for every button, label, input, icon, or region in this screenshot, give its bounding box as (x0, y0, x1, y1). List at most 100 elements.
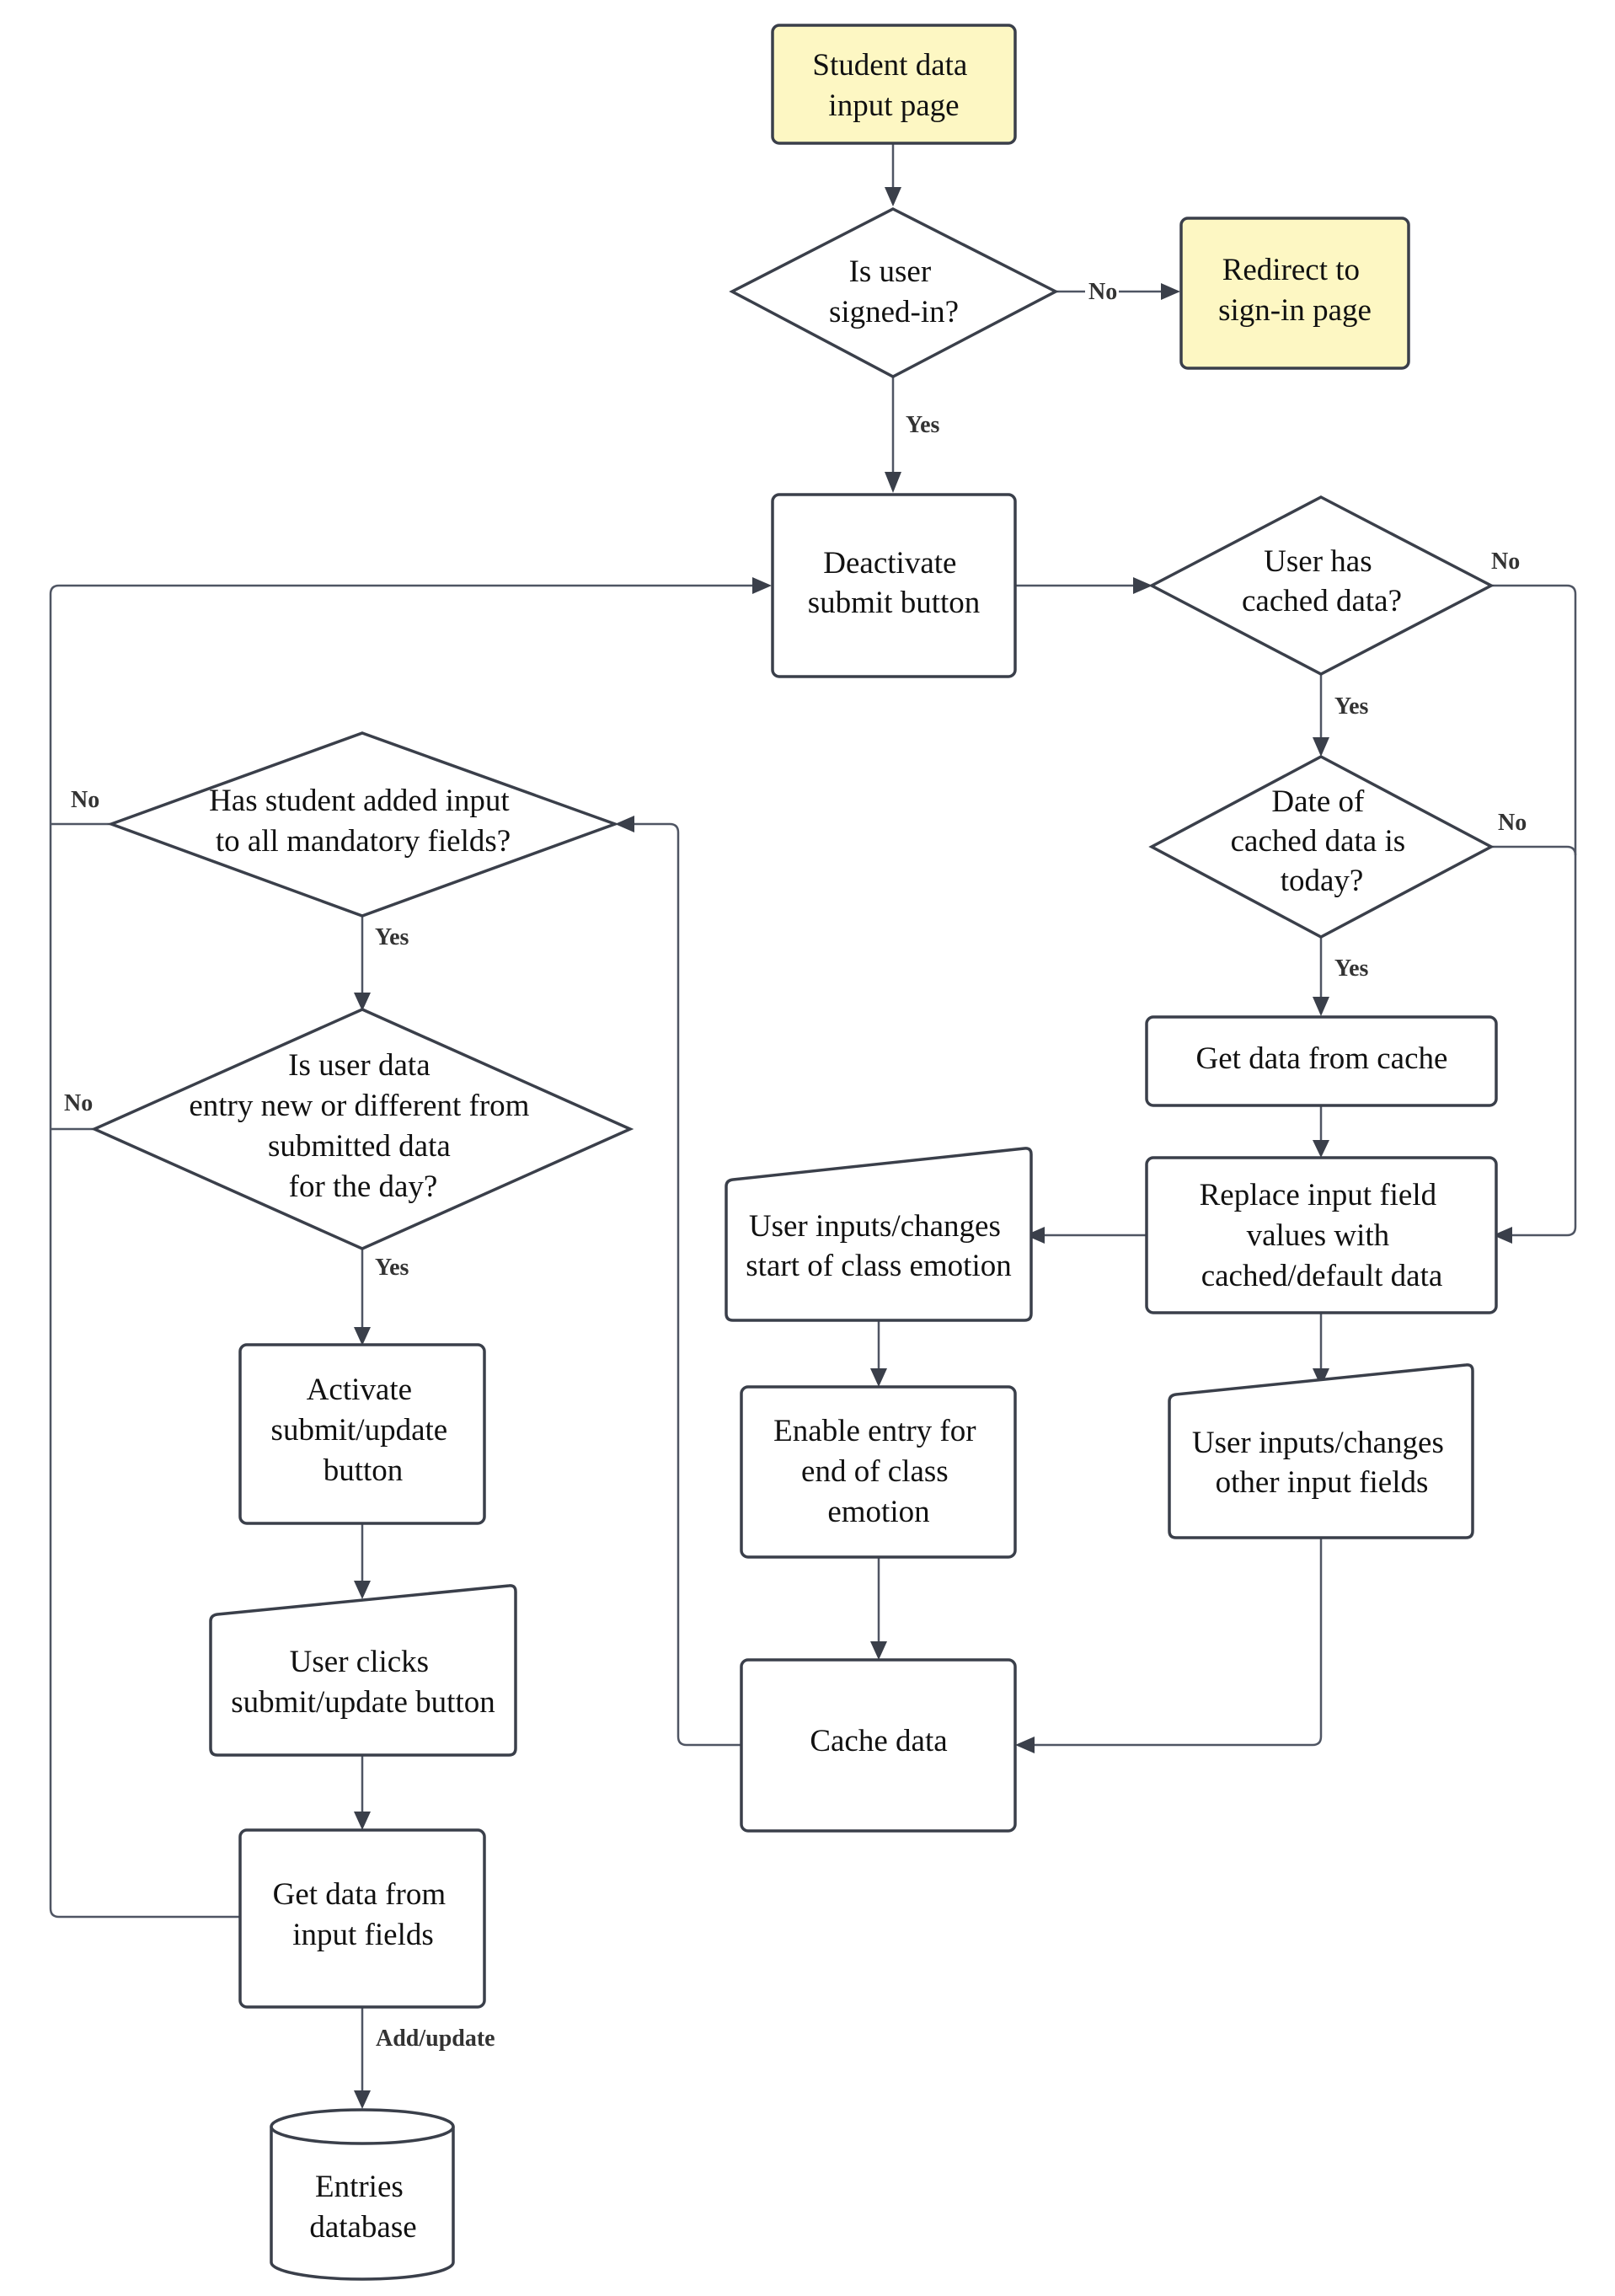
node-text-line: Replace input field (1200, 1178, 1437, 1212)
arrowhead (615, 816, 634, 832)
node-text-line: database (309, 2210, 416, 2245)
node-text-line: Has student added input (209, 784, 510, 818)
arrowhead (1493, 1227, 1512, 1244)
svg-text:Get data from input fi: Get data from input fields (273, 1877, 454, 1952)
node-text-line: to all mandatory fields? (216, 824, 511, 859)
node-text-line: start of class emotion (746, 1249, 1011, 1283)
arrowhead (870, 1641, 887, 1660)
node-text-line: cached data is (1231, 824, 1406, 859)
arrowhead (870, 1368, 887, 1387)
node-text-line: Get data from cache (1196, 1041, 1448, 1076)
node-text-line: other input fields (1216, 1465, 1429, 1500)
svg-text:Is user data entry new: Is user data entry new or different from… (189, 1048, 537, 1204)
arrowhead (885, 472, 901, 493)
node-text-line: sign-in page (1218, 293, 1372, 328)
node-text-line: input page (828, 88, 959, 123)
node-get-cache: Get data from cache (1145, 1015, 1498, 1107)
node-text-line: values with (1247, 1218, 1390, 1253)
arrowhead (1133, 577, 1152, 594)
svg-text:Redirect to sign-in pa: Redirect to sign-in page (1218, 253, 1372, 328)
node-enable-end: Enable entry for end of class emotion (740, 1385, 1017, 1559)
node-text-line: emotion (827, 1495, 929, 1529)
label-mandatory-yes: Yes (375, 924, 409, 950)
node-start-emotion: User inputs/changes start of class emoti… (725, 1147, 1033, 1322)
node-text-line: input fields (292, 1918, 434, 1952)
svg-text:Deactivate submit butt: Deactivate submit button (808, 546, 981, 620)
arrowhead (354, 1581, 371, 1599)
arrowheads (354, 187, 1512, 2109)
node-text-line: button (324, 1453, 404, 1488)
svg-text:Replace input field va: Replace input field values with cached/d… (1200, 1178, 1445, 1293)
node-text-line: end of class (801, 1454, 949, 1489)
node-text-line: Enable entry for (773, 1414, 976, 1448)
nodes: Student data input page Is user signed-i… (90, 24, 1498, 2281)
node-text-line: Cache data (810, 1724, 947, 1758)
decision-mandatory: Has student added input to all mandatory… (106, 731, 620, 918)
node-text-line: cached data? (1242, 584, 1402, 618)
label-add-update: Add/update (376, 2026, 495, 2052)
label-new-entry-no: No (64, 1090, 93, 1116)
node-text-line: Is user data (288, 1048, 430, 1083)
svg-text:Has student added input: Has student added input to all mandatory… (209, 784, 517, 859)
svg-text:Enable entry for end o: Enable entry for end of class emotion (773, 1414, 984, 1529)
edge-has-cache-no (1491, 584, 1577, 1237)
svg-text:Cache data: Cache data (810, 1724, 947, 1758)
arrowhead (1313, 1368, 1329, 1387)
edge-cache-today-no (1491, 845, 1577, 856)
arrowhead (354, 2090, 371, 2109)
node-text-line: Get data from (273, 1877, 447, 1912)
node-database: Entries database (270, 2108, 455, 2281)
svg-text:Entries database: Entries database (309, 2170, 416, 2245)
node-deactivate: Deactivate submit button (771, 493, 1017, 678)
edges (49, 143, 1577, 2090)
arrowhead (885, 187, 901, 206)
node-start: Student data input page (771, 24, 1017, 145)
arrowhead (354, 1327, 371, 1346)
edge-left-loop (49, 584, 752, 1919)
edge-labels: No Yes No Yes No Yes No Yes No Yes Add/u… (64, 276, 1527, 2052)
label-has-cache-no: No (1491, 549, 1520, 575)
node-text-line: Activate (307, 1373, 412, 1407)
node-text-line: cached/default data (1201, 1259, 1443, 1293)
node-text-line: User inputs/changes (1192, 1426, 1444, 1460)
decision-cache-today: Date of cached data is today? (1148, 755, 1495, 939)
arrowhead (1025, 1227, 1045, 1244)
node-text-line: Is user (849, 254, 932, 289)
node-text-line: entry new or different from (189, 1089, 529, 1123)
node-text-line: for the day? (289, 1169, 438, 1204)
label-cache-today-no: No (1498, 810, 1527, 836)
node-text-line: Student data (812, 48, 967, 83)
node-text-line: User clicks (290, 1645, 429, 1679)
label-cache-today-yes: Yes (1334, 955, 1369, 982)
label-mandatory-no: No (71, 787, 99, 813)
node-text-line: submitted data (268, 1129, 451, 1164)
svg-text:Is user signed-in?: Is user signed-in? (829, 254, 959, 329)
edge-other-fields-to-cache-data (1028, 1538, 1323, 1747)
arrowhead (1313, 997, 1329, 1016)
arrowhead (354, 993, 371, 1011)
svg-text:Get data from cache: Get data from cache (1196, 1041, 1448, 1076)
node-other-fields: User inputs/changes other input fields (1168, 1363, 1474, 1539)
node-text-line: Date of (1271, 784, 1365, 819)
arrowhead (1313, 737, 1329, 757)
node-activate: Activate submit/update button (238, 1343, 486, 1525)
node-text-line: submit/update (271, 1413, 448, 1448)
label-has-cache-yes: Yes (1334, 693, 1369, 720)
svg-text:User inputs/changes ot: User inputs/changes other input fields (1192, 1426, 1452, 1500)
node-text-line: Redirect to (1222, 253, 1360, 287)
node-text-line: User inputs/changes (749, 1209, 1001, 1244)
svg-text:User inputs/changes st: User inputs/changes start of class emoti… (746, 1209, 1011, 1283)
svg-text:Activate submit/update: Activate submit/update button (271, 1373, 456, 1488)
arrowhead (354, 1812, 371, 1830)
node-text-line: Entries (315, 2170, 404, 2204)
node-text-line: Deactivate (823, 546, 956, 581)
node-redirect: Redirect to sign-in page (1179, 217, 1410, 370)
arrowhead (1015, 1737, 1035, 1753)
node-replace-fields: Replace input field values with cached/d… (1145, 1156, 1498, 1314)
node-cache-data: Cache data (740, 1658, 1017, 1833)
label-new-entry-yes: Yes (375, 1255, 409, 1281)
decision-has-cache: User has cached data? (1148, 495, 1495, 676)
arrowhead (1313, 1140, 1329, 1158)
svg-text:Date of cached data is: Date of cached data is today? (1231, 784, 1414, 898)
